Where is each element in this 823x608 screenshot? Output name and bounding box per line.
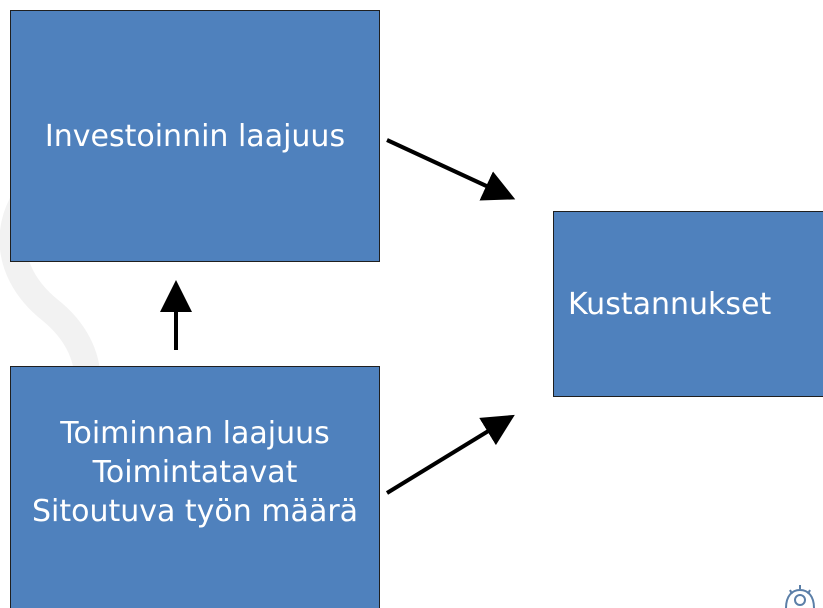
costs-label: Kustannukset [568,286,772,322]
investment-scope-box: Investoinnin laajuus [10,10,380,262]
operations-line: Sitoutuva työn määrä [31,493,359,529]
investment-scope-label: Investoinnin laajuus [44,118,346,154]
operations-box: Toiminnan laajuus Toimintatavat Sitoutuv… [10,366,380,608]
costs-box: Kustannukset [553,211,823,397]
gear-logo-icon [785,585,815,608]
operations-line: Toiminnan laajuus [60,415,330,451]
operations-line: Toimintatavat [92,454,298,490]
arrow-operations-to-costs [385,414,515,495]
arrow-investment-to-costs [386,138,516,201]
